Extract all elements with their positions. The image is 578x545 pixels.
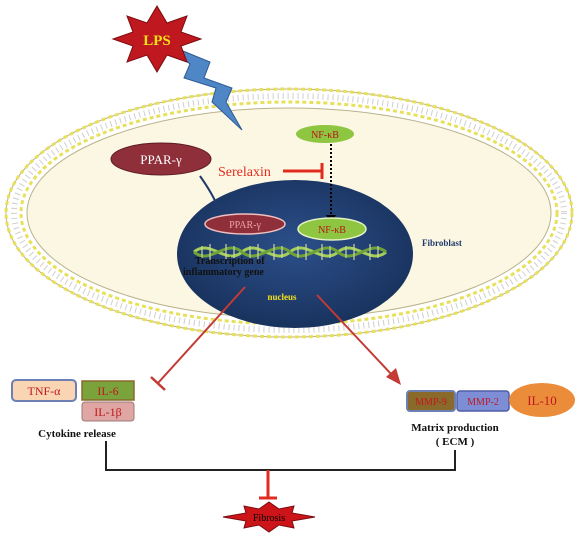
mmp2-box [456, 390, 510, 412]
il1b-label: IL-1β [94, 405, 121, 419]
nfkb-nucleus-label: NF-κB [318, 225, 346, 236]
ppar-nucleus-node [204, 213, 286, 235]
il6-box [81, 380, 135, 401]
fibroblast-label: Fibroblast [422, 238, 462, 248]
fibrosis-star-icon [222, 501, 316, 533]
nfkb-cytoplasm-node [296, 125, 354, 143]
cytokine-inhibition-line [157, 286, 246, 384]
dna-helix [193, 244, 387, 260]
matrix-activation-arrowhead [386, 368, 401, 385]
serelaxin-label: Serelaxin [218, 165, 271, 180]
tnf-box [11, 379, 77, 402]
matrix-production-label-line2: ( ECM ) [436, 436, 475, 448]
mmp2-label: MMP-2 [467, 397, 499, 408]
ppar-translocation-arrowhead [213, 206, 223, 215]
fibrosis-label: Fibrosis [253, 513, 285, 524]
nfkb-nucleus-node [297, 217, 367, 241]
il6-label: IL-6 [97, 384, 118, 398]
il10-label: IL-10 [527, 393, 557, 408]
cytokine-inhibition-bar [150, 376, 166, 391]
ppar-cytoplasm-node [110, 142, 212, 176]
cytokine-release-label: Cytokine release [38, 428, 116, 440]
ppar-nucleus-label: PPAR-γ [229, 220, 261, 231]
ppar-cytoplasm-label: PPAR-γ [140, 152, 182, 167]
nucleus-label: nucleus [267, 292, 297, 302]
transcription-label-line2: inflammatory gene [183, 267, 264, 278]
converging-lines [105, 441, 456, 471]
lps-label: LPS [143, 33, 171, 49]
matrix-production-label-line1: Matrix production [411, 422, 499, 434]
lightning-icon [165, 43, 243, 131]
lps-star-icon [111, 5, 203, 73]
transcription-label-line1: Transcription of [195, 256, 265, 267]
nfkb-cytoplasm-label: NF-κB [311, 130, 339, 141]
il10-node [509, 383, 575, 417]
tnf-label: TNF-α [28, 384, 62, 398]
matrix-activation-line [316, 294, 393, 376]
mmp9-label: MMP-9 [415, 397, 447, 408]
mmp9-box [406, 390, 456, 412]
il1b-box [81, 401, 135, 422]
ppar-translocation-arrow [199, 175, 219, 209]
